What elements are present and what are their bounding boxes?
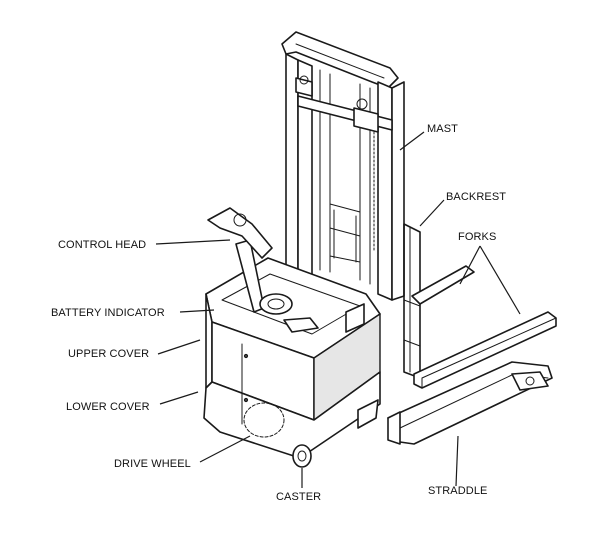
label-drive-wheel: DRIVE WHEEL (114, 458, 191, 470)
leader-battery-indicator (179, 309, 215, 313)
mast-assembly (281, 31, 405, 301)
label-upper-cover: UPPER COVER (68, 348, 149, 360)
label-control-head: CONTROL HEAD (58, 239, 146, 251)
leader-backrest (419, 199, 445, 227)
labels: MAST BACKREST FORKS CONTROL HEAD BATTERY… (51, 123, 506, 503)
label-straddle: STRADDLE (428, 485, 487, 497)
label-mast: MAST (427, 123, 458, 135)
leader-lower-cover (159, 391, 199, 405)
leader-upper-cover (157, 339, 201, 355)
leader-drive-wheel (199, 435, 251, 463)
leader-mast (399, 131, 425, 151)
label-battery-indicator: BATTERY INDICATOR (51, 307, 165, 319)
leader-straddle (455, 435, 459, 487)
label-forks: FORKS (458, 231, 496, 243)
control-head (207, 207, 319, 333)
chassis (203, 257, 381, 468)
forks (411, 265, 557, 389)
label-caster: CASTER (276, 491, 321, 503)
straddle (387, 361, 553, 445)
leader-forks-1 (459, 245, 481, 285)
leader-forks-2 (479, 245, 521, 315)
label-backrest: BACKREST (446, 191, 506, 203)
leader-lines (155, 131, 521, 488)
leader-control-head (155, 239, 231, 245)
label-lower-cover: LOWER COVER (66, 401, 150, 413)
